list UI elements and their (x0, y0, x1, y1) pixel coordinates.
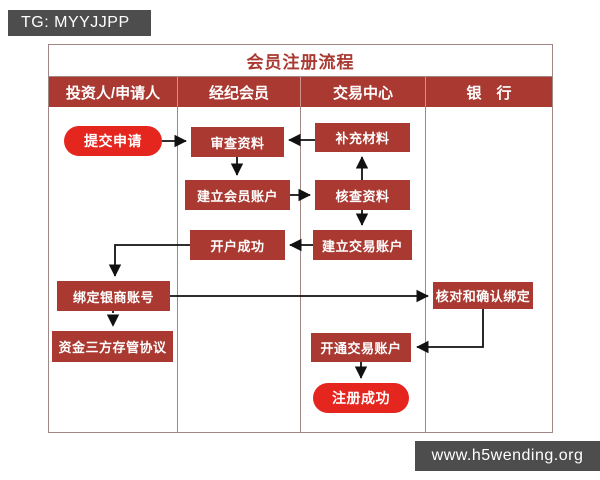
node-open-trading-account: 开通交易账户 (311, 333, 411, 362)
node-confirm-binding: 核对和确认绑定 (433, 282, 533, 309)
column-divider (177, 106, 178, 432)
column-divider (425, 106, 426, 432)
node-submit-application: 提交申请 (64, 126, 162, 156)
flowchart-header-row: 投资人/申请人 经纪会员 交易中心 银 行 (49, 77, 552, 107)
node-supplement-materials: 补充材料 (315, 123, 410, 152)
flowchart-title: 会员注册流程 (49, 45, 552, 77)
watermark-website-badge: www.h5wending.org (415, 441, 600, 471)
node-create-member-account: 建立会员账户 (185, 180, 290, 210)
column-header-bank: 银 行 (425, 77, 552, 107)
node-account-open-success: 开户成功 (190, 230, 285, 260)
node-bind-bank-account: 绑定银商账号 (57, 281, 170, 311)
column-header-broker: 经纪会员 (177, 77, 300, 107)
node-tripartite-agreement: 资金三方存管协议 (52, 331, 173, 362)
watermark-telegram-badge: TG: MYYJJPP (8, 10, 151, 36)
node-create-trading-account: 建立交易账户 (313, 230, 412, 260)
node-verify-materials: 核查资料 (315, 180, 410, 210)
column-divider (300, 106, 301, 432)
column-header-investor: 投资人/申请人 (65, 84, 161, 102)
node-review-materials: 审查资料 (191, 127, 284, 157)
flowchart-table: 会员注册流程 投资人/申请人 经纪会员 交易中心 银 行 (48, 44, 553, 433)
node-register-success: 注册成功 (313, 383, 409, 413)
column-header-trading-center: 交易中心 (300, 77, 425, 107)
